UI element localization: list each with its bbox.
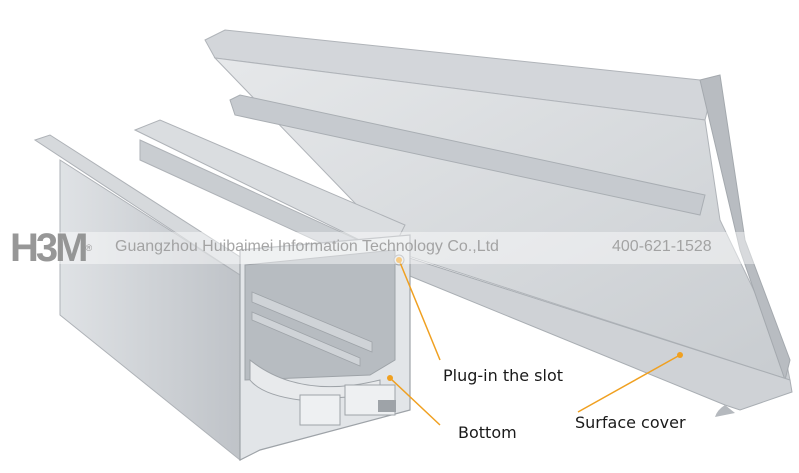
surface-cover [204,29,793,417]
callout-cover [577,352,683,413]
watermark-company: Guangzhou Huibaimei Information Technolo… [115,238,499,255]
base-channel [33,119,411,462]
watermark-phone: 400-621-1528 [612,238,712,255]
callout-bottom [387,375,441,426]
callout-slot [396,257,441,361]
label-surface-cover: Surface cover [575,413,686,432]
label-bottom: Bottom [458,423,517,442]
watermark-band [0,232,799,264]
label-plug-in-slot: Plug-in the slot [443,366,564,385]
watermark-logo: H3M® [10,226,93,270]
